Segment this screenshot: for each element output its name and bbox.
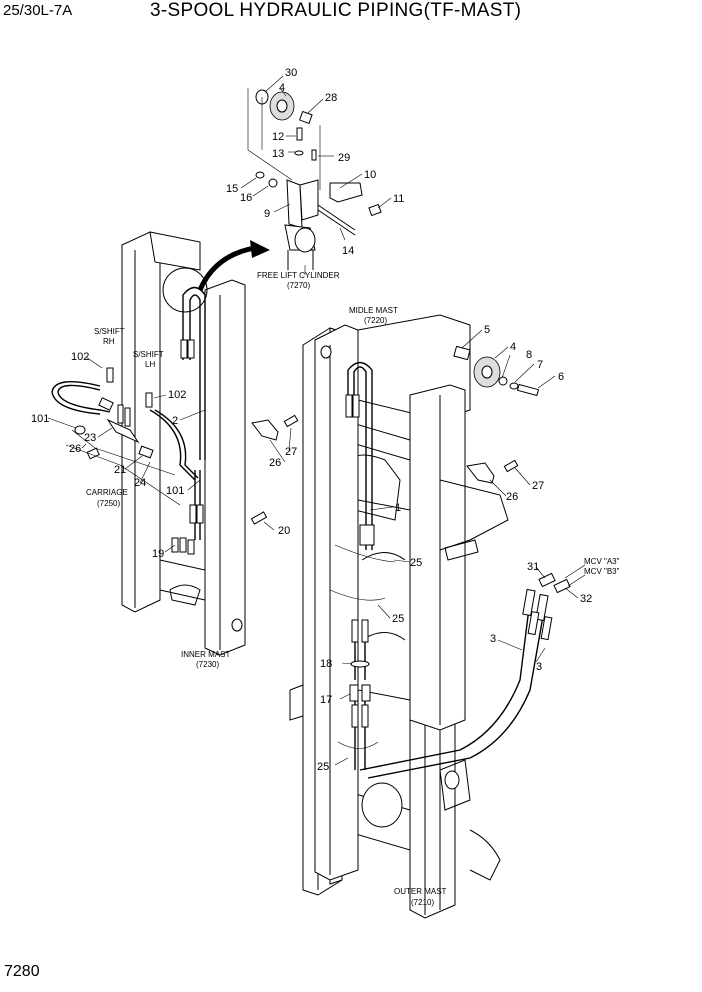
callout-102b: 102 (168, 389, 186, 401)
inner-mast-label: INNER MAST (181, 650, 230, 659)
callout-29: 29 (338, 152, 350, 164)
outer-mast-code: (7210) (411, 898, 434, 907)
callout-13: 13 (272, 148, 284, 160)
middle-mast-roller-detail (453, 345, 540, 397)
inner-mast-hoses (180, 286, 206, 540)
callout-27a: 27 (285, 446, 297, 458)
sshift-rh-side: RH (103, 337, 115, 346)
callout-101a: 101 (31, 413, 49, 425)
midle-mast-label: MIDLE MAST (349, 306, 398, 315)
arrow-head (250, 240, 270, 258)
middle-mast-drawing (314, 314, 509, 881)
callout-32: 32 (580, 593, 592, 605)
middle-mast-hoses (329, 361, 396, 770)
callout-8: 8 (526, 349, 532, 361)
callout-30: 30 (285, 67, 297, 79)
sshift-lh-side: LH (145, 360, 155, 369)
callout-15: 15 (226, 183, 238, 195)
inner-mast-code: (7230) (196, 660, 219, 669)
callout-24: 24 (134, 477, 146, 489)
callout-3a: 3 (490, 633, 496, 645)
callout-4: 4 (279, 82, 285, 94)
callout-6: 6 (558, 371, 564, 383)
carriage-label: CARRIAGE (86, 488, 128, 497)
callout-14: 14 (342, 245, 354, 257)
callout-12: 12 (272, 131, 284, 143)
callout-23: 23 (84, 432, 96, 444)
callout-3b: 3 (536, 661, 542, 673)
callout-7: 7 (537, 359, 543, 371)
page-number: 7280 (4, 963, 40, 980)
callout-101b: 101 (166, 485, 184, 497)
callout-27b: 27 (532, 480, 544, 492)
sshift-lh-label: S/SHIFT (133, 350, 164, 359)
callout-102a: 102 (71, 351, 89, 363)
callout-1: 1 (395, 502, 401, 514)
mcv-a3-label: MCV "A3" (584, 557, 620, 566)
callout-9: 9 (264, 208, 270, 220)
inner-mast-drawing (121, 231, 246, 656)
callout-11: 11 (393, 193, 404, 205)
callout-2: 2 (172, 415, 178, 427)
supply-hoses (359, 572, 571, 779)
free-lift-cylinder-detail (247, 88, 382, 270)
free-lift-cylinder-code: (7270) (287, 281, 310, 290)
midle-mast-code: (7220) (364, 316, 387, 325)
carriage-code: (7250) (97, 499, 120, 508)
callout-5: 5 (484, 324, 490, 336)
callout-17: 17 (320, 694, 332, 706)
callout-26c: 26 (506, 491, 518, 503)
callout-4b: 4 (510, 341, 516, 353)
callout-25b: 25 (392, 613, 404, 625)
callout-18: 18 (320, 658, 332, 670)
page-title: 3-SPOOL HYDRAULIC PIPING(TF-MAST) (150, 0, 522, 21)
sshift-rh-label: S/SHIFT (94, 327, 125, 336)
callout-21: 21 (114, 464, 126, 476)
callout-20: 20 (278, 525, 290, 537)
callout-25c: 25 (317, 761, 329, 773)
callout-10: 10 (364, 169, 376, 181)
outer-mast-label: OUTER MAST (394, 887, 447, 896)
callout-numbers: 30 4 28 12 13 29 10 15 16 9 11 14 5 4 8 … (31, 67, 592, 773)
detail-arrow (197, 245, 256, 292)
free-lift-cylinder-label: FREE LIFT CYLINDER (257, 271, 340, 280)
callout-16: 16 (240, 192, 252, 204)
model-code: 25/30L-7A (3, 2, 73, 19)
callout-25a: 25 (410, 557, 422, 569)
leader-lines (47, 75, 586, 766)
bracket-parts (250, 414, 519, 525)
callout-19: 19 (152, 548, 164, 560)
callout-28: 28 (325, 92, 337, 104)
mcv-b3-label: MCV "B3" (584, 567, 620, 576)
callout-31: 31 (527, 561, 539, 573)
callout-26a: 26 (69, 443, 81, 455)
callout-26b: 26 (269, 457, 281, 469)
